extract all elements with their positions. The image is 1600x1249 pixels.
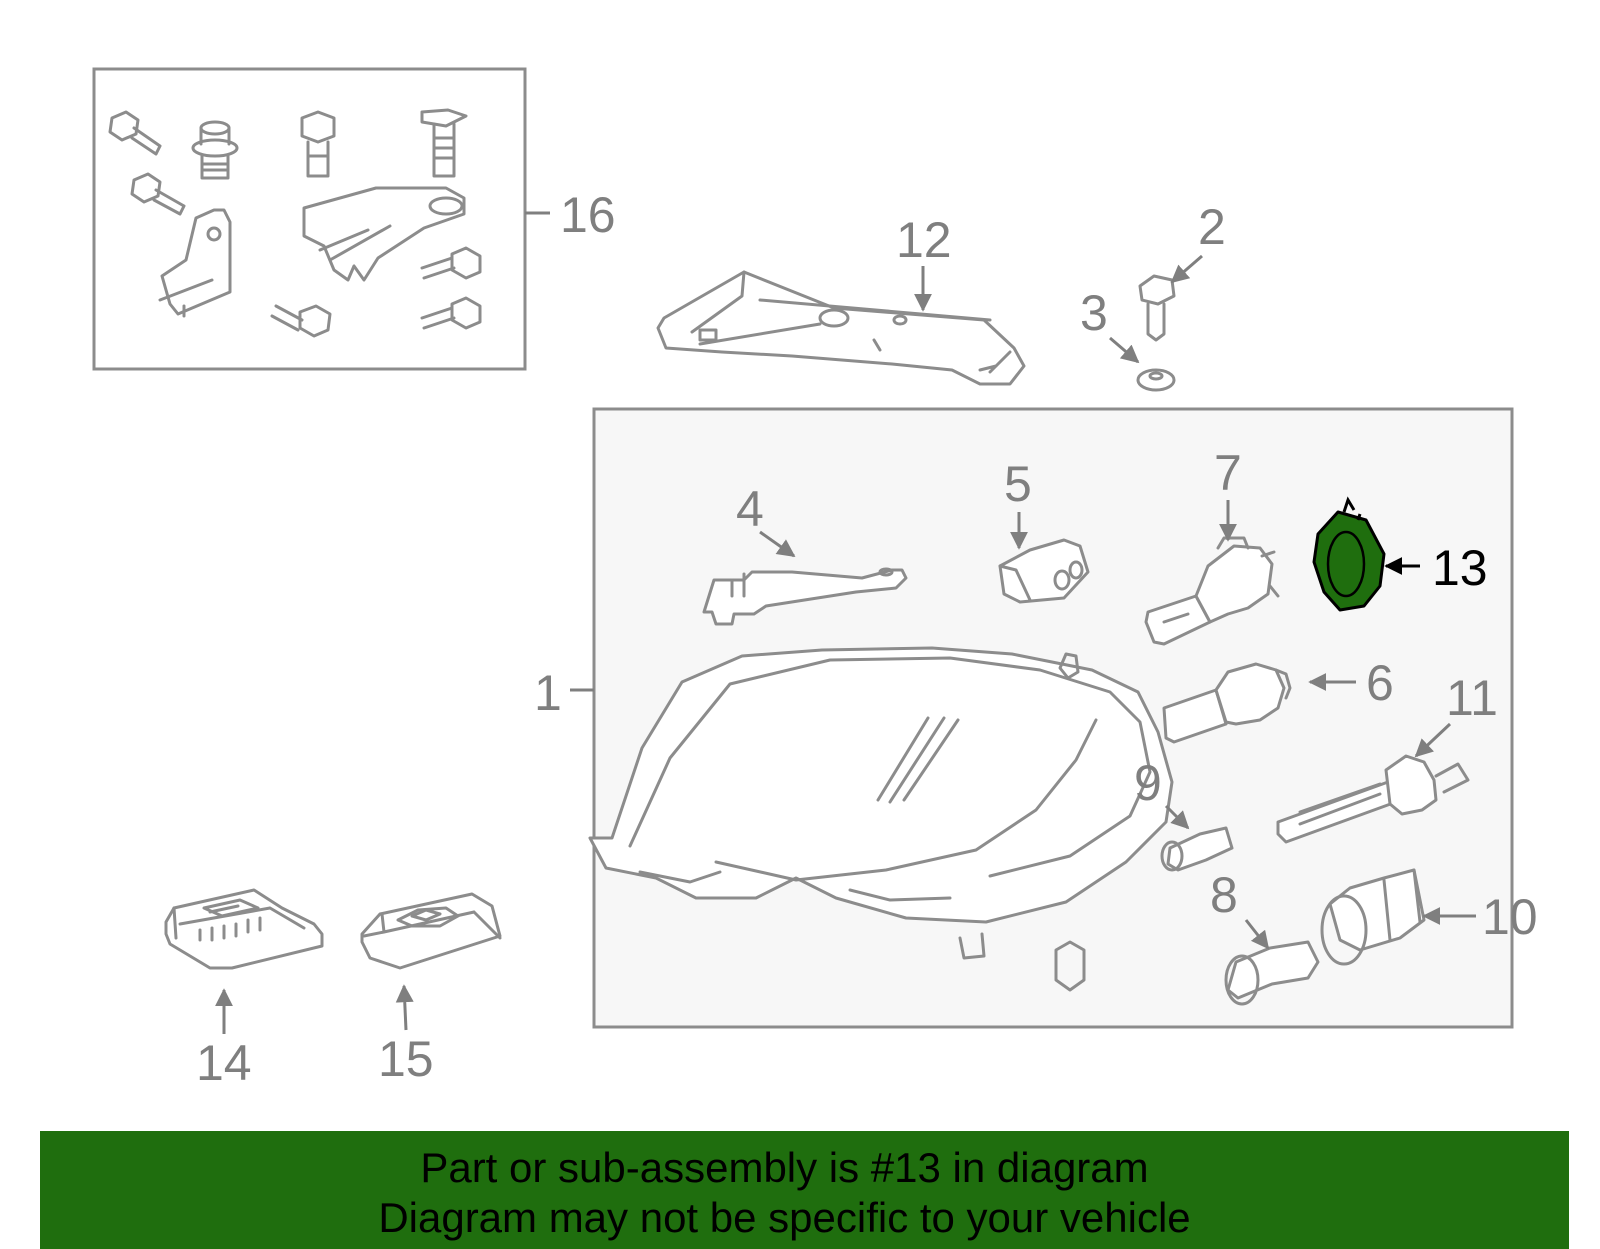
ballast-14: 14 xyxy=(164,888,324,1091)
bolt-7 xyxy=(420,296,482,330)
callout-15: 15 xyxy=(378,1031,434,1087)
callout-3: 3 xyxy=(1080,285,1108,341)
callout-1: 1 xyxy=(534,665,562,721)
bolt-6 xyxy=(420,246,482,280)
callout-6: 6 xyxy=(1366,655,1394,711)
callout-11: 11 xyxy=(1446,670,1498,726)
callout-4: 4 xyxy=(736,481,764,537)
hardware-kit-group: 16 xyxy=(92,67,616,371)
cap-13-highlighted: 13 xyxy=(1312,496,1488,612)
bolt-3 xyxy=(420,108,468,178)
headlamp-assembly-group: 1 4 5 xyxy=(534,407,1538,1029)
callout-10: 10 xyxy=(1482,889,1538,945)
bolt-1 xyxy=(108,110,162,156)
stud-1 xyxy=(191,120,239,180)
socket-10: 10 xyxy=(1320,868,1538,966)
washer-3: 3 xyxy=(1080,285,1176,392)
callout-12: 12 xyxy=(896,212,952,268)
cover-cap-5: 5 xyxy=(998,456,1090,604)
bulb-8: 8 xyxy=(1210,867,1320,1006)
callout-5: 5 xyxy=(1004,456,1032,512)
ballast-15: 15 xyxy=(360,892,502,1087)
bolt-2 xyxy=(300,110,336,178)
callout-14: 14 xyxy=(196,1035,252,1091)
bulb-9: 9 xyxy=(1134,755,1234,872)
headlamp-housing xyxy=(588,646,1174,992)
bracket-1 xyxy=(158,208,232,318)
callout-13: 13 xyxy=(1432,540,1488,596)
bulb-6: 6 xyxy=(1162,655,1394,744)
callout-8: 8 xyxy=(1210,867,1238,923)
callout-7: 7 xyxy=(1214,445,1242,501)
parts-diagram: 16 12 2 3 1 xyxy=(92,67,1538,1091)
adjuster-4: 4 xyxy=(702,481,908,626)
callout-9: 9 xyxy=(1134,755,1162,811)
bracket-2 xyxy=(302,186,466,282)
mounting-bracket-12: 12 xyxy=(656,212,1026,386)
bolt-2-part: 2 xyxy=(1138,199,1226,342)
bulb-11: 11 xyxy=(1276,670,1498,844)
info-banner: Part or sub-assembly is #13 in diagram D… xyxy=(40,1131,1569,1249)
banner-line-2: Diagram may not be specific to your vehi… xyxy=(378,1194,1191,1241)
callout-2: 2 xyxy=(1198,199,1226,255)
bolt-5 xyxy=(270,304,332,338)
banner-line-1: Part or sub-assembly is #13 in diagram xyxy=(420,1144,1149,1191)
callout-16: 16 xyxy=(560,187,616,243)
bolt-4 xyxy=(130,172,186,216)
bulb-7: 7 xyxy=(1144,445,1280,646)
